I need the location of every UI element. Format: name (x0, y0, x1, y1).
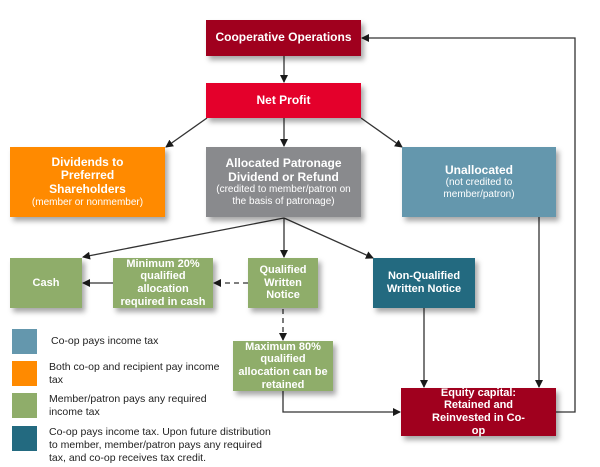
node-dividends-preferred: Dividends to Preferred Shareholders (mem… (10, 147, 165, 217)
legend-label: Co-op pays income tax. Upon future distr… (49, 426, 271, 465)
legend-item: Co-op pays income tax. Upon future distr… (12, 426, 279, 465)
node-minimum-20: Minimum 20% qualified allocation require… (113, 258, 213, 308)
node-net-profit: Net Profit (206, 83, 361, 118)
node-equity-capital: Equity capital: Retained and Reinvested … (401, 386, 556, 437)
node-title: Dividends to Preferred Shareholders (49, 154, 126, 197)
legend-label: Member/patron pays any required income t… (49, 393, 207, 419)
node-subtitle: (not credited to member/patron) (443, 177, 515, 200)
legend-swatch-light-blue (12, 329, 37, 354)
edge-maximum-to-equity (282, 391, 401, 416)
edge-allocated-to-cash (82, 217, 285, 260)
node-title: Non-Qualified Written Notice (386, 270, 462, 295)
node-subtitle: (credited to member/patron on the basis … (216, 184, 351, 207)
node-cash: Cash (10, 258, 82, 308)
node-title: Cooperative Operations (215, 30, 352, 45)
legend-item: Both co-op and recipient pay income tax (12, 361, 229, 387)
node-cooperative-operations: Cooperative Operations (206, 20, 361, 56)
node-title: Cash (32, 276, 60, 289)
node-unallocated: Unallocated (not credited to member/patr… (402, 147, 556, 217)
node-title: Equity capital: Retained and Reinvested … (432, 386, 525, 437)
legend-swatch-teal (12, 426, 37, 451)
edge-net-profit-to-dividends (165, 117, 208, 148)
legend-swatch-orange (12, 361, 37, 386)
legend-swatch-green (12, 393, 37, 418)
legend-label: Co-op pays income tax (51, 335, 159, 347)
node-title: Net Profit (256, 92, 311, 107)
node-title: Unallocated (444, 162, 513, 177)
node-title: Qualified Written Notice (259, 264, 307, 302)
legend-item: Member/patron pays any required income t… (12, 393, 229, 419)
node-allocated-patronage: Allocated Patronage Dividend or Refund (… (206, 147, 361, 217)
legend-label: Both co-op and recipient pay income tax (49, 361, 220, 387)
node-non-qualified-notice: Non-Qualified Written Notice (373, 258, 475, 308)
edge-allocated-to-non-qualified (283, 217, 374, 259)
node-title: Allocated Patronage Dividend or Refund (225, 155, 342, 184)
node-subtitle: (member or nonmember) (31, 196, 144, 208)
node-qualified-notice: Qualified Written Notice (248, 258, 318, 308)
edge-net-profit-to-unallocated (360, 117, 403, 148)
node-maximum-80: Maximum 80% qualified allocation can be … (233, 341, 333, 391)
node-title: Maximum 80% qualified allocation can be … (238, 340, 328, 391)
edge-equity-to-operations (361, 34, 576, 413)
legend-item: Co-op pays income tax (12, 329, 231, 354)
node-title: Minimum 20% qualified allocation require… (120, 257, 206, 308)
